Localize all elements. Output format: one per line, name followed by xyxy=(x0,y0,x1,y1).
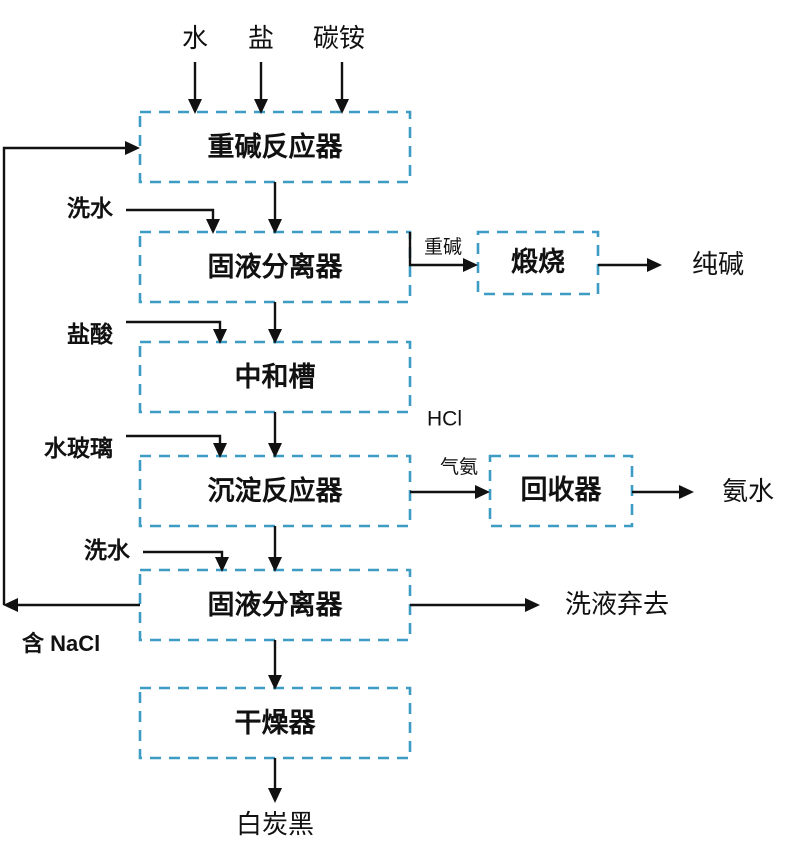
unit-box-dryer[interactable] xyxy=(138,686,412,760)
arrow-head-salt-in xyxy=(254,99,268,114)
arrow-head-water-glass xyxy=(213,443,227,458)
arrow-head-dryer-to-product xyxy=(268,788,282,803)
arrow-head-ammonia-gas-to-recovery xyxy=(475,485,490,499)
input-label-ammonium-bicarbonate: 碳铵 xyxy=(313,23,365,53)
input-label-water: 水 xyxy=(182,23,208,53)
arrow-head-calciner-to-soda-ash xyxy=(647,258,662,272)
arrow-head-wash-water-1 xyxy=(206,219,220,234)
stream-label-crude-soda: 重碱 xyxy=(424,236,462,258)
unit-box-reactor[interactable] xyxy=(138,110,412,184)
unit-box-precipitator[interactable] xyxy=(138,454,412,528)
output-label-ammonia-water: 氨水 xyxy=(722,476,774,506)
arrow-head-separator2-to-dryer xyxy=(268,675,282,690)
arrow-head-separator1-to-neutralizer xyxy=(268,329,282,344)
unit-label-separator2: 固液分离器 xyxy=(208,589,344,620)
feed-label-water-glass: 水玻璃 xyxy=(44,435,113,461)
arrow-head-precipitator-to-separator2 xyxy=(268,557,282,572)
output-label-soda-ash: 纯碱 xyxy=(692,249,744,279)
unit-label-neutralizer: 中和槽 xyxy=(235,362,316,392)
feed-label-wash-water-2: 洗水 xyxy=(84,537,131,563)
arrow-head-ammonium-in xyxy=(335,99,349,114)
arrow-head-wash-water-2 xyxy=(215,557,229,572)
input-label-salt: 盐 xyxy=(248,23,274,53)
unit-box-neutralizer[interactable] xyxy=(138,340,412,414)
arrow-head-recovery-to-ammonia-water xyxy=(679,485,694,499)
unit-box-calciner[interactable] xyxy=(476,230,600,296)
unit-box-separator1[interactable] xyxy=(138,230,412,304)
feed-label-wash-water-1: 洗水 xyxy=(67,195,114,221)
arrow-head-neutralizer-to-precipitator xyxy=(268,443,282,458)
arrow-head-crude-soda-to-calciner xyxy=(463,258,478,272)
stream-label-recycle-nacl: 含 NaCl xyxy=(22,631,100,656)
unit-box-separator2[interactable] xyxy=(138,568,412,642)
unit-label-dryer: 干燥器 xyxy=(235,708,317,738)
stream-label-ammonia-gas: 气氨 xyxy=(440,456,478,478)
arrow-line-wash-water-2 xyxy=(143,550,224,562)
arrow-head-hydrochloric-acid xyxy=(213,329,227,344)
arrow-head-recycle-to-reactor xyxy=(125,141,140,155)
unit-label-precipitator: 沉淀反应器 xyxy=(208,475,344,506)
arrow-head-waste-liquid xyxy=(525,598,540,612)
feed-label-hydrochloric-acid: 盐酸 xyxy=(67,321,114,347)
output-label-white-carbon-black: 白炭黑 xyxy=(236,809,314,839)
unit-label-reactor: 重碱反应器 xyxy=(208,131,344,162)
arrow-line-hydrochloric-acid xyxy=(126,320,222,334)
output-label-waste-liquid: 洗液弃去 xyxy=(565,589,669,619)
arrow-line-crude-soda-to-calciner xyxy=(408,232,468,267)
unit-label-recovery: 回收器 xyxy=(521,475,603,505)
arrow-head-recycle-left xyxy=(3,598,18,612)
unit-label-calciner: 煅烧 xyxy=(511,246,565,277)
arrow-line-water-glass xyxy=(126,434,222,448)
arrow-line-recycle-up xyxy=(2,146,128,605)
arrow-head-reactor-to-separator1 xyxy=(268,219,282,234)
arrow-line-wash-water-1 xyxy=(126,208,215,224)
arrow-head-water-in xyxy=(188,99,202,114)
stream-label-hcl: HCl xyxy=(427,408,462,431)
unit-label-separator1: 固液分离器 xyxy=(208,251,344,282)
